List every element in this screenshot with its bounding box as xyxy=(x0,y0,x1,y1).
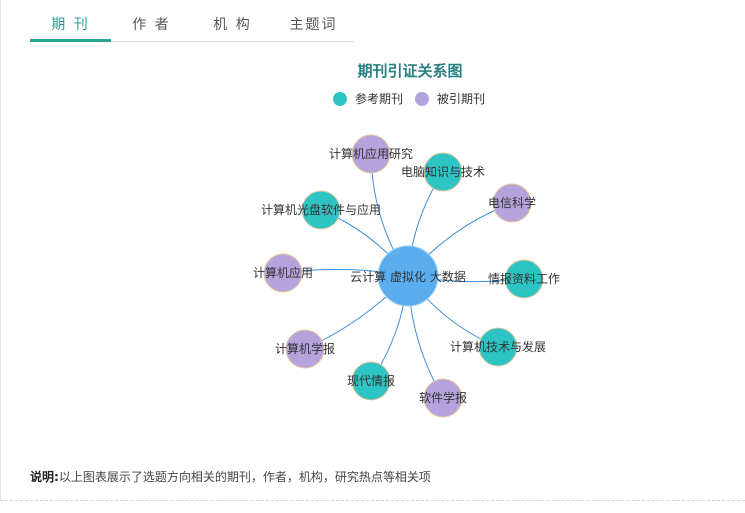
graph-center-node[interactable] xyxy=(377,245,439,307)
legend-reference-label: 参考期刊 xyxy=(355,92,404,106)
content-panel xyxy=(0,0,1,500)
graph-center-label: 云计算 虚拟化 大数据 xyxy=(350,269,466,284)
graph-node-label: 情报资料工作 xyxy=(488,271,560,286)
graph-node-label: 电脑知识与技术 xyxy=(401,165,485,179)
tab-institutions[interactable]: 机 构 xyxy=(213,17,252,33)
graph-node[interactable] xyxy=(423,152,463,192)
note-label: 说明: xyxy=(30,470,59,484)
graph-node[interactable] xyxy=(301,190,341,230)
graph-node-label: 计算机学报 xyxy=(275,341,335,356)
chart-legend: 参考期刊 被引期刊 xyxy=(333,90,497,107)
legend-cited-label: 被引期刊 xyxy=(437,92,486,106)
graph-node[interactable] xyxy=(504,259,544,299)
graph-node-label: 软件学报 xyxy=(419,390,467,405)
chart-title: 期刊引证关系图 xyxy=(357,62,463,80)
graph-node[interactable] xyxy=(478,327,518,367)
graph-node[interactable] xyxy=(263,253,303,293)
graph-node-label: 计算机光盘软件与应用 xyxy=(261,202,381,217)
tab-keywords[interactable]: 主题词 xyxy=(289,17,338,33)
chart-note: 说明:以上图表展示了选题方向相关的期刊，作者，机构，研究热点等相关项 xyxy=(30,468,431,485)
legend-item-cited[interactable]: 被引期刊 xyxy=(415,90,485,107)
graph-node[interactable] xyxy=(351,361,391,401)
graph-node-label: 计算机技术与发展 xyxy=(450,339,546,354)
legend-item-reference[interactable]: 参考期刊 xyxy=(333,90,403,107)
graph-node[interactable] xyxy=(492,183,532,223)
legend-cited-dot-icon xyxy=(415,91,430,106)
note-text: 以上图表展示了选题方向相关的期刊，作者，机构，研究热点等相关项 xyxy=(58,470,431,484)
graph-node[interactable] xyxy=(351,134,391,174)
tab-authors[interactable]: 作 者 xyxy=(132,17,171,33)
graph-node-label: 现代情报 xyxy=(347,373,395,388)
graph-node[interactable] xyxy=(285,329,325,369)
legend-reference-dot-icon xyxy=(333,91,347,106)
graph-node-label: 电信科学 xyxy=(488,195,536,210)
tab-bar: 期 刊 作 者 机 构 主题词 xyxy=(30,10,355,42)
tab-journals[interactable]: 期 刊 xyxy=(30,10,111,42)
graph-node-label: 计算机应用 xyxy=(253,265,313,280)
bottom-divider xyxy=(0,500,745,501)
graph-node-label: 计算机应用研究 xyxy=(329,146,413,161)
graph-node[interactable] xyxy=(423,378,463,418)
